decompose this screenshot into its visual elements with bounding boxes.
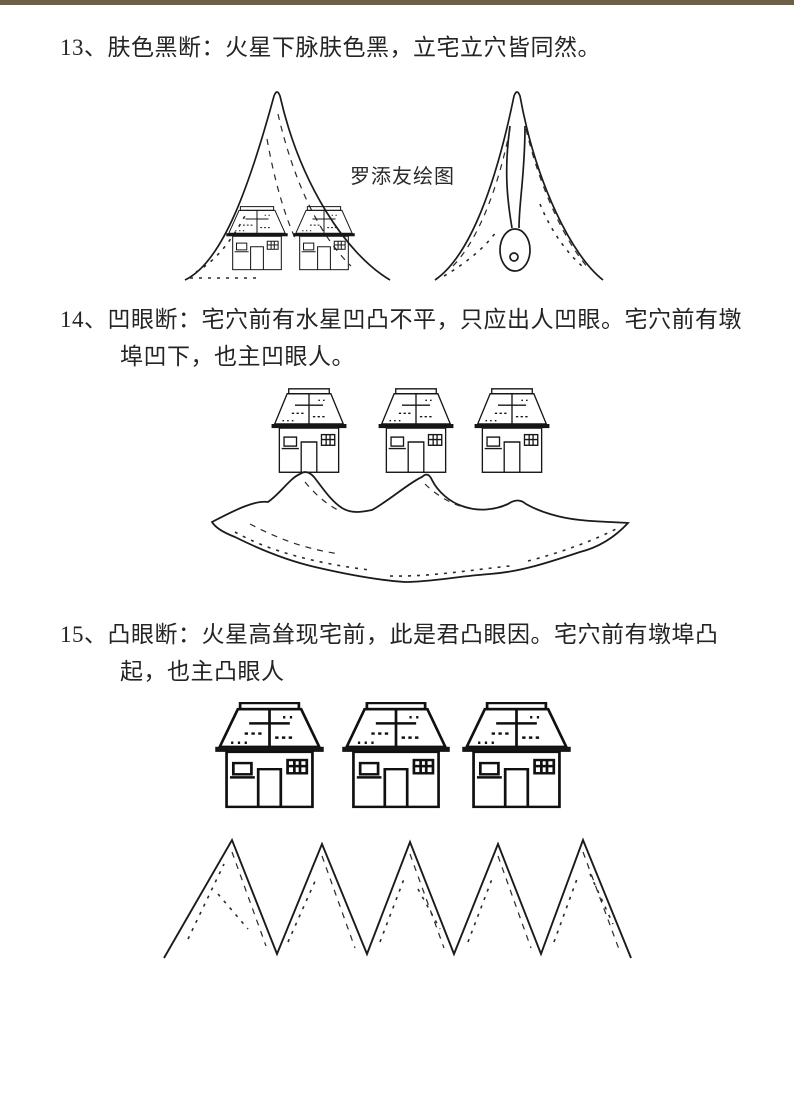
house-drawing <box>213 702 326 809</box>
houses-row-illustration <box>213 702 573 809</box>
figure-caption: 罗添友绘图 <box>350 166 455 188</box>
figure-13-fire-star-mountains: 罗添友绘图 <box>148 84 632 292</box>
jagged-peaks-illustration <box>163 837 632 959</box>
figure-15-houses <box>198 700 596 818</box>
house-drawing <box>473 388 551 473</box>
house-drawing <box>340 702 452 809</box>
paragraph-13: 13、肤色黑断：火星下脉肤色黑，立宅立穴皆同然。 <box>60 35 601 60</box>
figure-15-peaks <box>158 834 644 964</box>
bumpy-ridge-illustration <box>210 388 630 583</box>
ridge-drawing <box>210 471 630 583</box>
page-top-border <box>0 0 794 5</box>
left-mountain-drawing <box>184 91 391 281</box>
house-drawing <box>460 702 573 809</box>
paragraph-15-line1: 15、凸眼断：火星高耸现宅前，此是君凸眼因。宅穴前有墩埠凸 <box>60 622 719 647</box>
house-drawing <box>377 388 455 473</box>
peaks-drawing <box>163 837 632 959</box>
right-mountain-drawing <box>434 91 604 281</box>
figure-14-houses-and-ridge <box>210 382 652 588</box>
house-drawing <box>225 206 289 271</box>
paragraph-14-line2: 埠凹下，也主凹眼人。 <box>120 344 355 369</box>
house-drawing <box>270 388 348 473</box>
mountains-illustration <box>184 91 604 281</box>
paragraph-15-line2: 起，也主凸眼人 <box>120 659 285 684</box>
paragraph-14-line1: 14、凹眼断：宅穴前有水星凹凸不平，只应出人凹眼。宅穴前有墩 <box>60 307 742 332</box>
